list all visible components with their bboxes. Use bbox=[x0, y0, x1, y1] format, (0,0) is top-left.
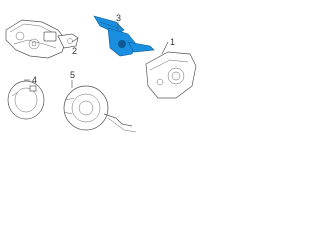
switch-lever-lower[interactable] bbox=[127, 41, 155, 53]
callout-4: 4 bbox=[32, 75, 37, 85]
combination-switch[interactable] bbox=[93, 15, 155, 57]
column-cover[interactable] bbox=[145, 51, 197, 99]
ignition-lock-assembly[interactable] bbox=[5, 19, 79, 59]
leader-line-2 bbox=[71, 37, 79, 43]
sensor-ring[interactable] bbox=[7, 80, 45, 120]
clock-spring[interactable] bbox=[63, 85, 137, 133]
callout-1: 1 bbox=[170, 37, 175, 47]
callout-2: 2 bbox=[72, 46, 77, 56]
callout-5: 5 bbox=[70, 70, 75, 80]
leader-line-1 bbox=[161, 41, 169, 55]
parts-diagram: 1 2 3 4 5 bbox=[5, 13, 197, 133]
callout-3: 3 bbox=[116, 13, 121, 23]
